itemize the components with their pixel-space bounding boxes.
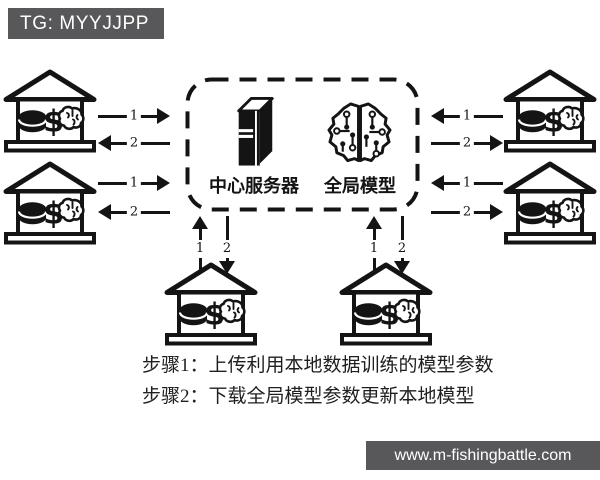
central-server-box (185, 77, 420, 212)
client-house-right-2 (502, 160, 598, 246)
download-arrow-right-1: 2 (431, 135, 503, 151)
upload-arrow-right-2: 1 (431, 175, 503, 191)
arrow-step-label: 2 (220, 240, 234, 258)
arrow-step-label: 1 (459, 108, 475, 124)
tg-badge: TG: MYYJJPP (8, 8, 165, 39)
upload-arrow-bottom-2: 1 (366, 216, 382, 282)
arrow-step-label: 2 (126, 135, 142, 151)
arrow-step-label: 1 (126, 108, 142, 124)
upload-arrow-left-2: 1 (98, 175, 170, 191)
client-house-bottom-2 (338, 261, 434, 347)
legend: 步骤1：上传利用本地数据训练的模型参数 步骤2：下载全局模型参数更新本地模型 (142, 350, 494, 412)
download-arrow-left-1: 2 (98, 135, 170, 151)
central-server-label: 中心服务器 (209, 176, 299, 196)
arrow-step-label: 2 (459, 204, 475, 220)
client-house-right-1 (502, 68, 598, 154)
upload-arrow-left-1: 1 (98, 108, 170, 124)
arrow-step-label: 2 (126, 204, 142, 220)
arrow-shaft (225, 216, 229, 261)
arrow-step-label: 1 (459, 175, 475, 191)
upload-arrow-bottom-1: 1 (192, 216, 208, 282)
client-house-left-1 (2, 68, 98, 154)
global-model-label: 全局模型 (324, 176, 396, 196)
arrow-step-label: 1 (367, 240, 381, 258)
central-server-icon (232, 93, 278, 171)
download-arrow-left-2: 2 (98, 204, 170, 220)
download-arrow-bottom-2: 2 (394, 216, 410, 276)
watermark-url: www.m-fishingbattle.com (366, 441, 600, 470)
arrow-step-label: 1 (126, 175, 142, 191)
arrow-step-label: 2 (459, 135, 475, 151)
step-1-text: 步骤1：上传利用本地数据训练的模型参数 (142, 355, 494, 376)
arrow-shaft (400, 216, 404, 261)
arrow-step-label: 1 (193, 240, 207, 258)
download-arrow-right-2: 2 (431, 204, 503, 220)
step-2-text: 步骤2：下载全局模型参数更新本地模型 (142, 386, 475, 407)
client-house-left-2 (2, 160, 98, 246)
client-house-bottom-1 (163, 261, 259, 347)
upload-arrow-right-1: 1 (431, 108, 503, 124)
arrow-step-label: 2 (395, 240, 409, 258)
global-model-icon (326, 101, 393, 165)
